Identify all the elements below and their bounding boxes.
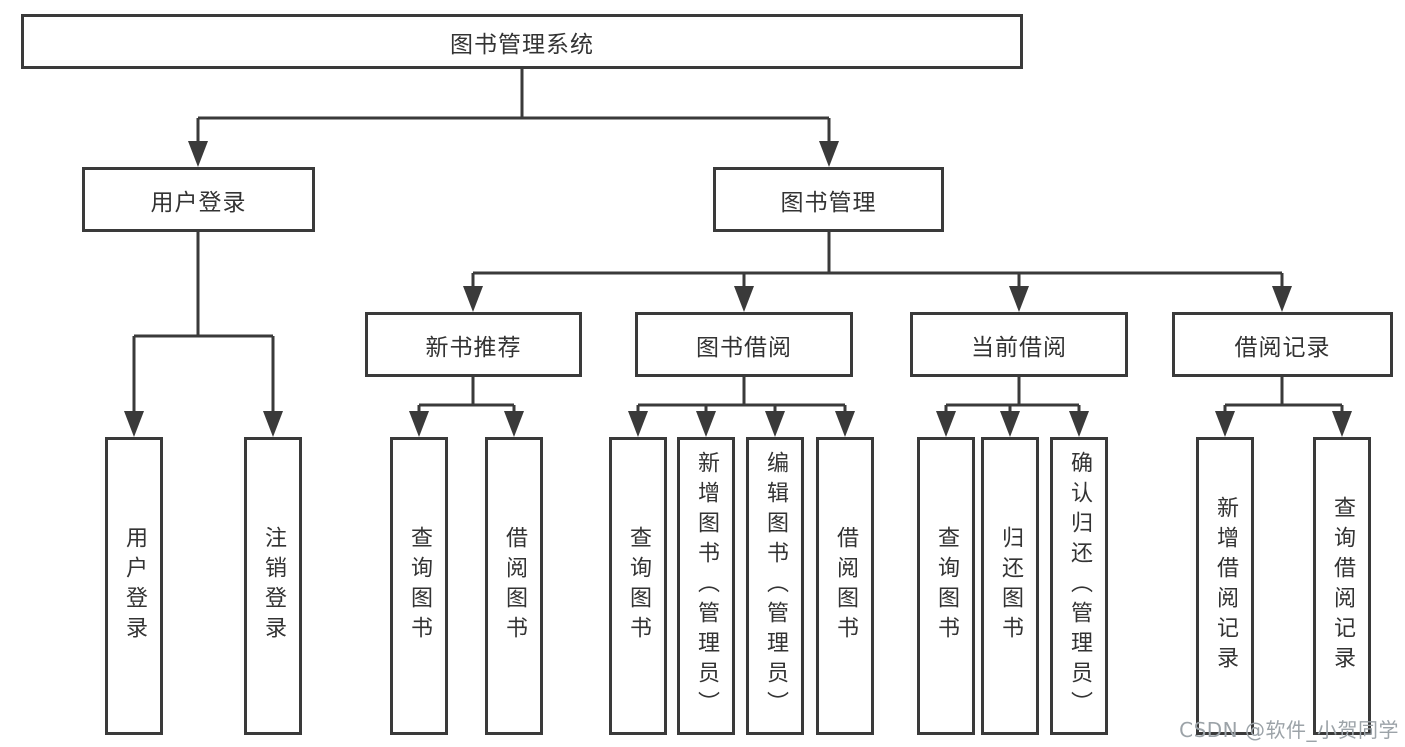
- node-new-book-recommend: 新书推荐: [365, 312, 582, 377]
- node-borrow-records-label: 借阅记录: [1234, 334, 1331, 361]
- node-root-label: 图书管理系统: [450, 31, 594, 58]
- arrow-icon: [409, 411, 429, 437]
- leaf-borrow-add-books-admin: 新增图书（管理员）: [677, 437, 735, 735]
- leaf-current-confirm-return-admin: 确认归还（管理员）: [1050, 437, 1108, 735]
- leaf-user-login: 用户登录: [105, 437, 163, 735]
- leaf-current-confirm-return-admin-label: 确认归还（管理员）: [1067, 451, 1092, 721]
- leaf-records-add-record-label: 新增借阅记录: [1213, 496, 1238, 676]
- leaf-records-add-record: 新增借阅记录: [1196, 437, 1254, 735]
- node-book-borrow-label: 图书借阅: [696, 334, 792, 361]
- leaf-borrow-query-books-label: 查询图书: [626, 526, 651, 646]
- leaf-logout: 注销登录: [244, 437, 302, 735]
- leaf-newbook-borrow-books-label: 借阅图书: [502, 526, 527, 646]
- arrow-icon: [504, 411, 524, 437]
- leaf-borrow-borrow-books-label: 借阅图书: [833, 526, 858, 646]
- arrow-icon: [1332, 411, 1352, 437]
- arrow-icon: [1000, 411, 1020, 437]
- node-borrow-records: 借阅记录: [1172, 312, 1393, 377]
- leaf-borrow-add-books-admin-label: 新增图书（管理员）: [694, 451, 719, 721]
- leaf-logout-label: 注销登录: [261, 526, 286, 646]
- node-book-management: 图书管理: [713, 167, 944, 232]
- arrow-icon: [765, 411, 785, 437]
- node-root: 图书管理系统: [21, 14, 1023, 69]
- arrow-icon: [1215, 411, 1235, 437]
- leaf-borrow-borrow-books: 借阅图书: [816, 437, 874, 735]
- node-book-management-label: 图书管理: [780, 189, 877, 216]
- node-user-login-label: 用户登录: [150, 189, 247, 216]
- node-book-borrow: 图书借阅: [635, 312, 853, 377]
- arrow-icon: [1009, 286, 1029, 312]
- node-current-borrow: 当前借阅: [910, 312, 1128, 377]
- leaf-borrow-edit-books-admin-label: 编辑图书（管理员）: [763, 451, 788, 721]
- node-new-book-recommend-label: 新书推荐: [425, 334, 522, 361]
- leaf-current-query-books-label: 查询图书: [934, 526, 959, 646]
- arrow-icon: [819, 141, 839, 167]
- node-user-login: 用户登录: [82, 167, 315, 232]
- leaf-newbook-borrow-books: 借阅图书: [485, 437, 543, 735]
- node-current-borrow-label: 当前借阅: [971, 334, 1067, 361]
- csdn-watermark: CSDN @软件_小贺同学: [1179, 718, 1399, 742]
- leaf-current-return-books-label: 归还图书: [998, 526, 1023, 646]
- arrow-icon: [734, 286, 754, 312]
- leaf-borrow-edit-books-admin: 编辑图书（管理员）: [746, 437, 804, 735]
- arrow-icon: [628, 411, 648, 437]
- arrow-icon: [124, 411, 144, 437]
- arrow-icon: [936, 411, 956, 437]
- leaf-user-login-label: 用户登录: [122, 526, 147, 646]
- leaf-current-return-books: 归还图书: [981, 437, 1039, 735]
- leaf-newbook-query-books: 查询图书: [390, 437, 448, 735]
- arrow-icon: [188, 141, 208, 167]
- arrow-icon: [835, 411, 855, 437]
- leaf-records-query-record-label: 查询借阅记录: [1330, 496, 1355, 676]
- arrow-icon: [1069, 411, 1089, 437]
- leaf-current-query-books: 查询图书: [917, 437, 975, 735]
- leaf-records-query-record: 查询借阅记录: [1313, 437, 1371, 735]
- arrow-icon: [1272, 286, 1292, 312]
- arrow-icon: [696, 411, 716, 437]
- leaf-newbook-query-books-label: 查询图书: [407, 526, 432, 646]
- leaf-borrow-query-books: 查询图书: [609, 437, 667, 735]
- arrow-icon: [263, 411, 283, 437]
- arrow-icon: [463, 286, 483, 312]
